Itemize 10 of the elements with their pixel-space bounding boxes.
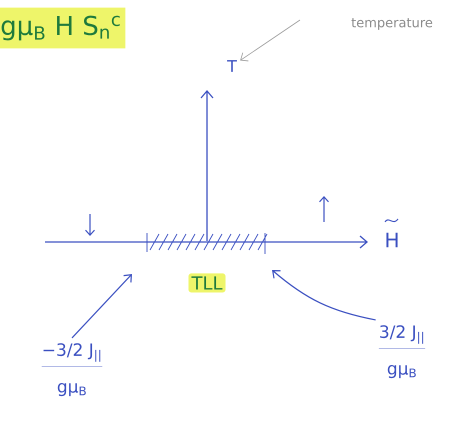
fraction: −3/2 J$_{||}$ gμ$_{B}$ <box>42 343 102 396</box>
leader-arrow <box>272 270 376 321</box>
axis-label: T <box>227 60 237 72</box>
leader-arrow <box>72 274 132 338</box>
leader-arrow <box>240 20 300 62</box>
axis-label: H <box>386 232 398 248</box>
annotation-text: temperature <box>352 18 432 30</box>
highlighted-formula: gμ$_{B}$ H S$_{n}$c <box>0 8 126 48</box>
fraction: 3/2 J$_{||}$ gμ$_{B}$ <box>378 325 426 378</box>
highlighted-label: TLL <box>188 273 226 293</box>
